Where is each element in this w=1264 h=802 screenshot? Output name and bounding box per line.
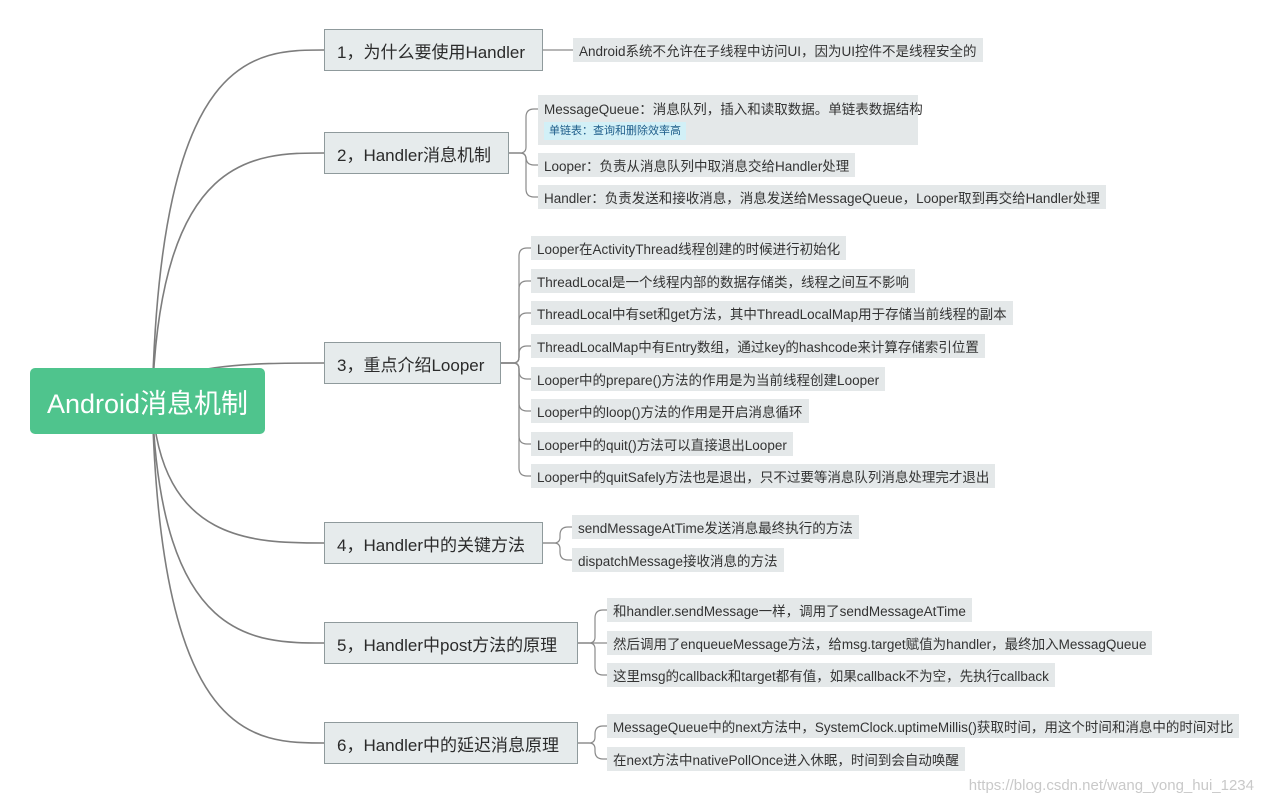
leaf-node[interactable]: Looper中的prepare()方法的作用是为当前线程创建Looper — [531, 367, 886, 391]
branch-node-label: 2，Handler消息机制 — [337, 145, 491, 165]
branch-node-label: 4，Handler中的关键方法 — [337, 535, 525, 555]
branch-node-label: 3，重点介绍Looper — [337, 355, 485, 375]
branch-node-6[interactable]: 6，Handler中的延迟消息原理 — [324, 722, 578, 764]
leaf-node[interactable]: 然后调用了enqueueMessage方法，给msg.target赋值为hand… — [607, 631, 1153, 655]
branch-node-1[interactable]: 1，为什么要使用Handler — [324, 29, 543, 71]
leaf-node-label: dispatchMessage接收消息的方法 — [578, 554, 778, 569]
connector-line — [151, 400, 325, 744]
connector-line — [509, 152, 538, 166]
leaf-node[interactable]: 和handler.sendMessage一样，调用了sendMessageAtT… — [607, 598, 972, 622]
branch-node-5[interactable]: 5，Handler中post方法的原理 — [324, 622, 578, 664]
connector-line — [151, 152, 325, 402]
leaf-node[interactable]: sendMessageAtTime发送消息最终执行的方法 — [572, 515, 859, 539]
leaf-node[interactable]: Looper：负责从消息队列中取消息交给Handler处理 — [538, 153, 856, 177]
leaf-node[interactable]: dispatchMessage接收消息的方法 — [572, 548, 784, 572]
branch-node-4[interactable]: 4，Handler中的关键方法 — [324, 522, 543, 564]
leaf-node[interactable]: Looper中的loop()方法的作用是开启消息循环 — [531, 399, 809, 423]
leaf-node[interactable]: Looper在ActivityThread线程创建的时候进行初始化 — [531, 236, 847, 260]
leaf-node[interactable]: MessageQueue：消息队列，插入和读取数据。单链表数据结构 单链表：查询… — [538, 95, 923, 145]
leaf-node-label: MessageQueue中的next方法中，SystemClock.uptime… — [613, 720, 1234, 735]
leaf-node[interactable]: ThreadLocal是一个线程内部的数据存储类，线程之间互不影响 — [531, 269, 916, 293]
leaf-node[interactable]: ThreadLocal中有set和get方法，其中ThreadLocalMap用… — [531, 301, 1013, 325]
leaf-node[interactable]: Android系统不允许在子线程中访问UI，因为UI控件不是线程安全的 — [573, 38, 983, 62]
leaf-node-label: 这里msg的callback和target都有值，如果callback不为空，先… — [613, 669, 1049, 684]
leaf-node-label: 然后调用了enqueueMessage方法，给msg.target赋值为hand… — [613, 637, 1147, 652]
leaf-node[interactable]: Looper中的quit()方法可以直接退出Looper — [531, 432, 793, 456]
connector-line — [578, 609, 607, 644]
connector-line — [151, 400, 325, 544]
branch-node-label: 6，Handler中的延迟消息原理 — [337, 735, 559, 755]
leaf-node-label: 和handler.sendMessage一样，调用了sendMessageAtT… — [613, 604, 966, 619]
branch-node-label: 5，Handler中post方法的原理 — [337, 635, 558, 655]
branch-node-2[interactable]: 2，Handler消息机制 — [324, 132, 509, 174]
leaf-node-label: Looper中的prepare()方法的作用是为当前线程创建Looper — [537, 373, 880, 388]
leaf-node-label: ThreadLocal中有set和get方法，其中ThreadLocalMap用… — [537, 307, 1007, 322]
connector-line — [578, 725, 607, 744]
connector-line — [509, 152, 538, 198]
connector-line — [501, 362, 531, 380]
leaf-node-label: Handler：负责发送和接收消息，消息发送给MessageQueue，Loop… — [544, 191, 1100, 206]
leaf-node-label: ThreadLocal是一个线程内部的数据存储类，线程之间互不影响 — [537, 275, 910, 290]
leaf-node[interactable]: Looper中的quitSafely方法也是退出，只不过要等消息队列消息处理完才… — [531, 464, 996, 488]
leaf-node-label: Android系统不允许在子线程中访问UI，因为UI控件不是线程安全的 — [579, 44, 977, 59]
watermark: https://blog.csdn.net/wang_yong_hui_1234 — [968, 777, 1254, 794]
leaf-node[interactable]: MessageQueue中的next方法中，SystemClock.uptime… — [607, 714, 1240, 738]
connector-line — [578, 742, 607, 760]
leaf-note: 单链表：查询和删除效率高 — [544, 121, 686, 140]
connector-line — [501, 345, 531, 364]
connector-line — [578, 642, 607, 676]
connector-line — [501, 362, 531, 412]
leaf-node-label: Looper：负责从消息队列中取消息交给Handler处理 — [544, 159, 850, 174]
branch-node-3[interactable]: 3，重点介绍Looper — [324, 342, 501, 384]
connector-line — [501, 280, 531, 364]
leaf-node[interactable]: Handler：负责发送和接收消息，消息发送给MessageQueue，Loop… — [538, 185, 1106, 209]
root-node[interactable]: Android消息机制 — [30, 368, 265, 434]
root-node-label: Android消息机制 — [46, 388, 249, 419]
leaf-node[interactable]: ThreadLocalMap中有Entry数组，通过key的hashcode来计… — [531, 334, 985, 358]
leaf-node-label: Looper中的quitSafely方法也是退出，只不过要等消息队列消息处理完才… — [537, 470, 990, 485]
leaf-node[interactable]: 这里msg的callback和target都有值，如果callback不为空，先… — [607, 663, 1055, 687]
connector-line — [501, 362, 531, 445]
leaf-node-label: Looper中的loop()方法的作用是开启消息循环 — [537, 405, 803, 420]
connector-line — [151, 49, 325, 402]
connector-line — [509, 108, 538, 154]
leaf-node-label: ThreadLocalMap中有Entry数组，通过key的hashcode来计… — [537, 340, 979, 355]
leaf-node[interactable]: 在next方法中nativePollOnce进入休眠，时间到会自动唤醒 — [607, 747, 965, 771]
connector-line — [501, 312, 531, 364]
connector-line — [543, 526, 572, 544]
leaf-node-label: MessageQueue：消息队列，插入和读取数据。单链表数据结构 — [544, 101, 923, 117]
connector-line — [501, 362, 531, 477]
leaf-node-label: Looper在ActivityThread线程创建的时候进行初始化 — [537, 242, 841, 257]
leaf-node-label: sendMessageAtTime发送消息最终执行的方法 — [578, 521, 853, 536]
connector-line — [151, 400, 325, 644]
leaf-node-label: 在next方法中nativePollOnce进入休眠，时间到会自动唤醒 — [613, 753, 959, 768]
leaf-node-label: Looper中的quit()方法可以直接退出Looper — [537, 438, 787, 453]
branch-node-label: 1，为什么要使用Handler — [337, 42, 525, 62]
connector-line — [543, 542, 572, 561]
